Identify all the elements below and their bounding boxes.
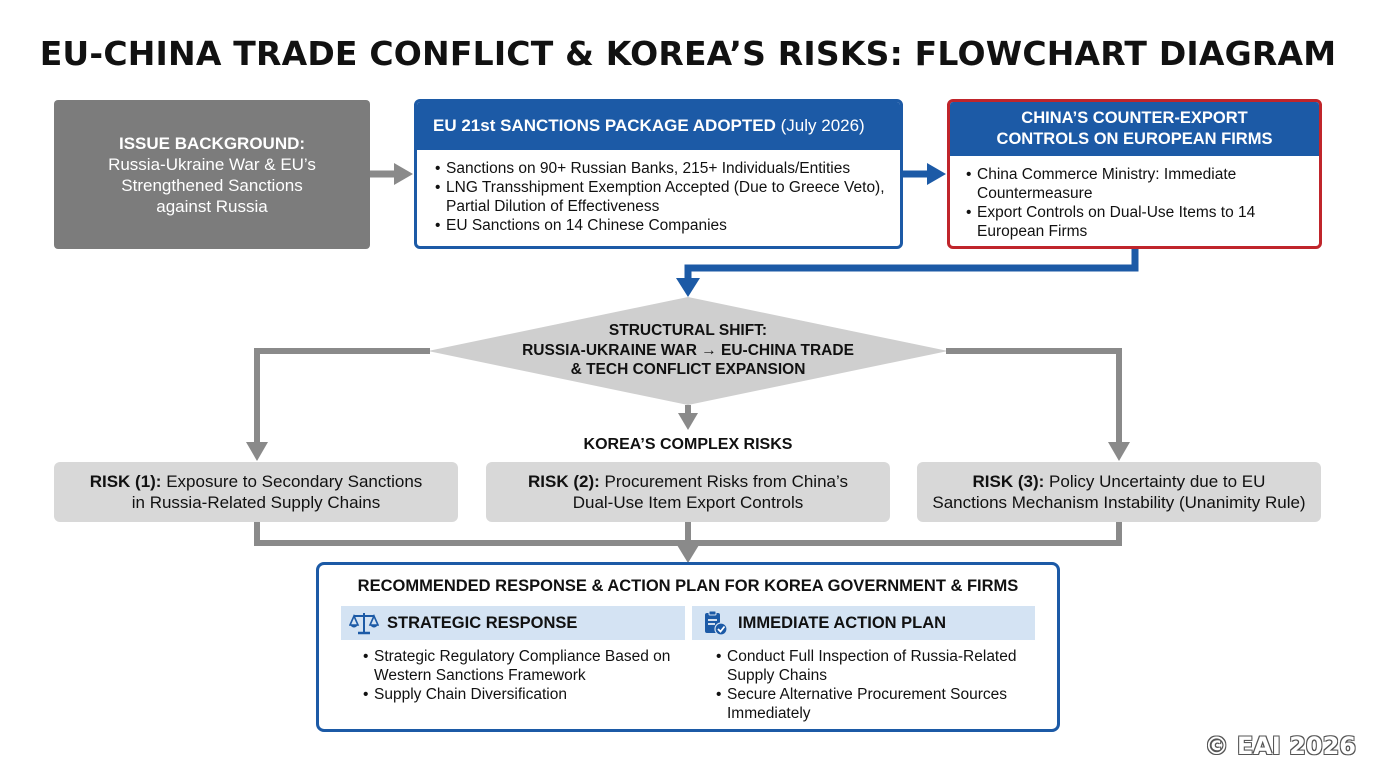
copyright-watermark: © EAI 2026 xyxy=(1204,732,1356,760)
structural-shift-text: STRUCTURAL SHIFT: RUSSIA-UKRAINE WAR → E… xyxy=(430,321,946,380)
recommendation-box: RECOMMENDED RESPONSE & ACTION PLAN FOR K… xyxy=(316,562,1060,732)
strategic-response-list: Strategic Regulatory Compliance Based on… xyxy=(363,647,683,704)
immediate-action-header: IMMEDIATE ACTION PLAN xyxy=(692,606,1035,640)
risk-text: Procurement Risks from China’s xyxy=(604,472,848,491)
issue-background-heading: ISSUE BACKGROUND: xyxy=(118,133,306,153)
china-counter-box: CHINA’S COUNTER-EXPORT CONTROLS ON EUROP… xyxy=(947,99,1322,249)
china-counter-heading-line: CONTROLS ON EUROPEAN FIRMS xyxy=(996,130,1273,148)
arrow-shift-to-korea-risks xyxy=(678,405,698,430)
arrow-shift-to-risk3 xyxy=(946,348,1130,461)
china-counter-heading-line: CHINA’S COUNTER-EXPORT xyxy=(1021,109,1248,127)
list-item: Secure Alternative Procurement Sources I… xyxy=(716,685,1036,723)
risk-text: Dual-Use Item Export Controls xyxy=(572,493,804,512)
arrow-risks-to-recommendation xyxy=(254,522,1122,563)
list-item: China Commerce Ministry: Immediate Count… xyxy=(966,165,1319,203)
list-item: Conduct Full Inspection of Russia-Relate… xyxy=(716,647,1036,685)
risk-3-box: RISK (3): Policy Uncertainty due to EU S… xyxy=(917,462,1321,522)
issue-background-line: Strengthened Sanctions xyxy=(121,175,303,195)
strategic-response-header: STRATEGIC RESPONSE xyxy=(341,606,685,640)
strategic-response-heading: STRATEGIC RESPONSE xyxy=(387,613,578,632)
eu-sanctions-list: Sanctions on 90+ Russian Banks, 215+ Ind… xyxy=(417,150,900,235)
list-item: Export Controls on Dual-Use Items to 14 … xyxy=(966,203,1319,241)
list-item: Sanctions on 90+ Russian Banks, 215+ Ind… xyxy=(435,159,900,178)
arrow-china-to-shift xyxy=(676,249,1139,297)
immediate-action-list: Conduct Full Inspection of Russia-Relate… xyxy=(716,647,1036,723)
list-item: EU Sanctions on 14 Chinese Companies xyxy=(435,216,900,235)
china-counter-list: China Commerce Ministry: Immediate Count… xyxy=(950,156,1319,241)
structural-shift-diamond xyxy=(428,297,948,405)
eu-sanctions-header: EU 21st SANCTIONS PACKAGE ADOPTED (July … xyxy=(417,102,900,150)
scales-icon xyxy=(349,613,379,635)
recommendation-title: RECOMMENDED RESPONSE & ACTION PLAN FOR K… xyxy=(357,577,1019,595)
immediate-action-heading: IMMEDIATE ACTION PLAN xyxy=(738,613,947,632)
page-title: EU-CHINA TRADE CONFLICT & KOREA’S RISKS:… xyxy=(39,34,1337,73)
eu-sanctions-date: (July 2026) xyxy=(780,116,865,135)
risk-text: Sanctions Mechanism Instability (Unanimi… xyxy=(932,493,1306,512)
issue-background-line: Russia-Ukraine War & EU’s xyxy=(108,154,316,174)
risk-2-box: RISK (2): Procurement Risks from China’s… xyxy=(486,462,890,522)
arrow-eu-to-china xyxy=(903,163,946,185)
risk-text: Exposure to Secondary Sanctions xyxy=(166,472,423,491)
risk-text: in Russia-Related Supply Chains xyxy=(131,493,381,512)
list-item: Supply Chain Diversification xyxy=(363,685,683,704)
eu-sanctions-box: EU 21st SANCTIONS PACKAGE ADOPTED (July … xyxy=(414,99,903,249)
risk-label: RISK (3): xyxy=(972,472,1045,491)
list-item: Strategic Regulatory Compliance Based on… xyxy=(363,647,683,685)
korea-risks-label: KOREA’S COMPLEX RISKS xyxy=(583,436,793,453)
risk-text: Policy Uncertainty due to EU xyxy=(1049,472,1266,491)
issue-background-box: ISSUE BACKGROUND: Russia-Ukraine War & E… xyxy=(54,100,370,249)
structural-shift-line: STRUCTURAL SHIFT: xyxy=(608,322,768,339)
arrow-background-to-eu xyxy=(370,163,413,185)
clipboard-check-icon xyxy=(705,610,728,636)
risk-label: RISK (2): xyxy=(528,472,600,491)
eu-sanctions-heading: EU 21st SANCTIONS PACKAGE ADOPTED xyxy=(433,116,776,135)
arrow-shift-to-risk1 xyxy=(246,348,430,461)
issue-background-line: against Russia xyxy=(156,196,268,216)
risk-1-box: RISK (1): Exposure to Secondary Sanction… xyxy=(54,462,458,522)
china-counter-header: CHINA’S COUNTER-EXPORT CONTROLS ON EUROP… xyxy=(950,102,1319,156)
list-item: LNG Transshipment Exemption Accepted (Du… xyxy=(435,178,900,216)
structural-shift-line: RUSSIA-UKRAINE WAR → EU-CHINA TRADE xyxy=(522,341,854,359)
structural-shift-line: & TECH CONFLICT EXPANSION xyxy=(570,361,806,378)
risk-label: RISK (1): xyxy=(89,472,162,491)
